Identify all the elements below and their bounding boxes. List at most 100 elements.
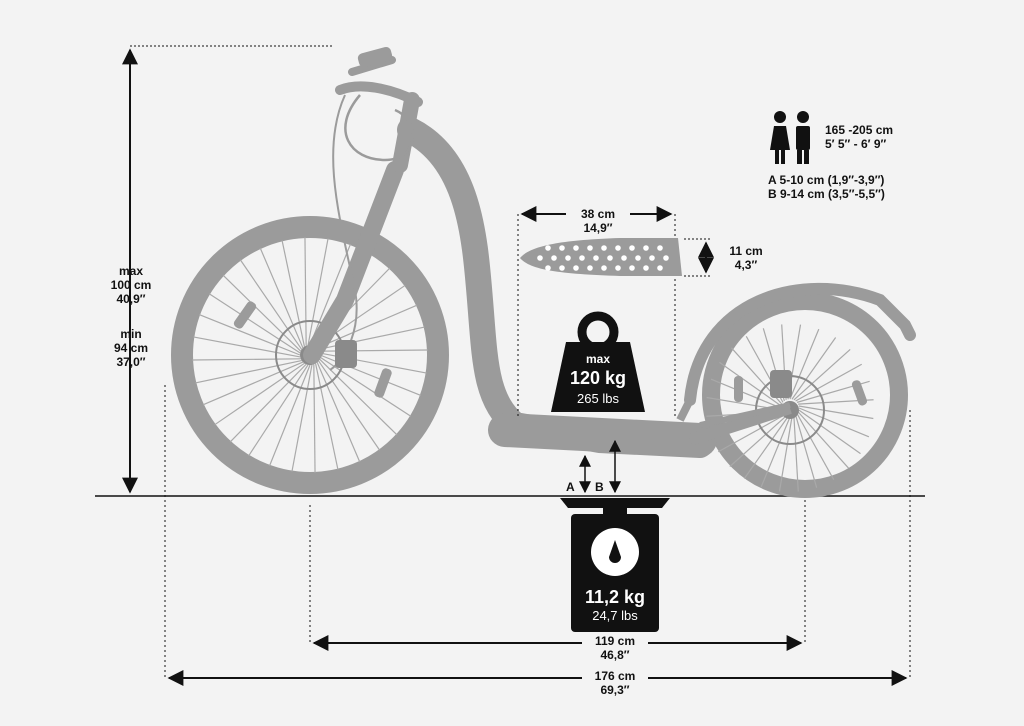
max-load-icon [551,311,645,412]
spoke [309,243,352,346]
height-min-in: 37,0″ [116,355,146,369]
rear-stay [688,402,792,446]
spoke [743,416,789,479]
deck-hole [615,245,621,251]
deck-hole [629,245,635,251]
spoke [795,363,863,402]
rear-wheel [702,292,908,498]
deck [488,413,717,457]
deck-width-cm: 11 cm [729,244,763,258]
wheelbase-cm: 119 cm [594,634,636,648]
spoke [198,313,301,356]
spoke [719,361,782,407]
spoke [717,414,785,453]
deck-hole [593,255,599,261]
deck-hole [573,265,579,271]
deck-hole [629,265,635,271]
spoke [760,416,791,488]
scooter-weight-lbs: 24,7 lbs [592,608,638,623]
brake-cable [344,94,414,162]
spoke [795,414,818,488]
rear-fender [684,282,916,406]
spoke [304,237,307,346]
deck-hole [657,245,663,251]
spoke [268,364,311,467]
deck-hole [573,245,579,251]
deck-hole [545,265,551,271]
spoke [229,363,307,443]
max-load-label: max [585,352,611,366]
deck-hole [587,265,593,271]
deck-width-block: 11 cm 4,3″ [720,244,772,272]
spoke [778,416,793,492]
deck-hole [545,245,551,251]
deck-hole [565,255,571,261]
spoke [314,363,339,470]
height-max-block: max 100 cm 40,9″ [108,264,154,306]
female-icon [770,111,790,164]
spoke [291,364,313,472]
rider-icons [770,111,810,164]
spoke [222,274,302,352]
height-max-cm: 100 cm [110,278,152,292]
spoke [239,259,303,350]
spoke [791,337,837,400]
max-load-kg: 120 kg [569,368,627,388]
spoke [202,361,304,406]
spoke [793,348,851,401]
spoke [798,409,861,455]
scale-icon [560,498,670,632]
front-brake-caliper [335,340,357,368]
spoke [316,304,418,349]
rider-height-block: 165 -205 cm 5′ 5″ - 6′ 9″ [825,123,893,151]
height-max-label: max [118,264,144,278]
spoke [248,364,309,457]
scooter-silhouette [171,46,916,498]
total-length-in: 69,3″ [600,683,630,697]
handlebar-grip [348,56,396,76]
deck-hole [587,245,593,251]
spoke [798,407,870,438]
deck-hole [551,255,557,261]
front-wheel [171,216,449,494]
spoke [192,358,301,361]
max-load-lbs: 265 lbs [577,391,619,406]
deck-width-in: 4,3″ [734,258,758,272]
height-min-cm: 94 cm [113,341,149,355]
deck-hole [621,255,627,261]
spoke [259,247,304,349]
frame-main [397,117,713,458]
deck-hole [657,265,663,271]
clearance-b-range: B 9-14 cm (3,5″-5,5″) [768,187,885,201]
spoke [789,328,820,400]
scooter-weight-kg: 11,2 kg [584,587,646,607]
deck-length-in: 14,9″ [583,221,613,235]
kickstand [676,398,694,422]
rear-brake-caliper [770,370,792,398]
spoke [316,361,361,463]
clearance-a-label: A [566,480,575,494]
spoke [318,358,398,436]
deck-length-cm: 38 cm [580,207,616,221]
spoke [208,293,301,354]
spoke [796,413,835,481]
spoke [195,359,302,384]
deck-hole [635,255,641,261]
rider-height-ft: 5′ 5″ - 6′ 9″ [825,137,887,151]
rider-height-cm: 165 -205 cm [825,123,894,137]
total-length-cm: 176 cm [594,669,636,683]
deck-top-view [520,238,682,276]
deck-hole [601,265,607,271]
spoke [307,238,329,346]
spoke [214,362,305,426]
handlebar-clamp [357,46,393,68]
spoke [313,364,316,473]
deck-hole [663,255,669,261]
clearance-a-range: A 5-10 cm (1,9″-3,9″) [768,173,885,187]
rear-stay-upper [699,402,791,428]
wheelbase-block: 119 cm 46,8″ [582,634,648,662]
spoke [710,378,782,409]
spoke [793,416,799,492]
deck-hole [643,245,649,251]
